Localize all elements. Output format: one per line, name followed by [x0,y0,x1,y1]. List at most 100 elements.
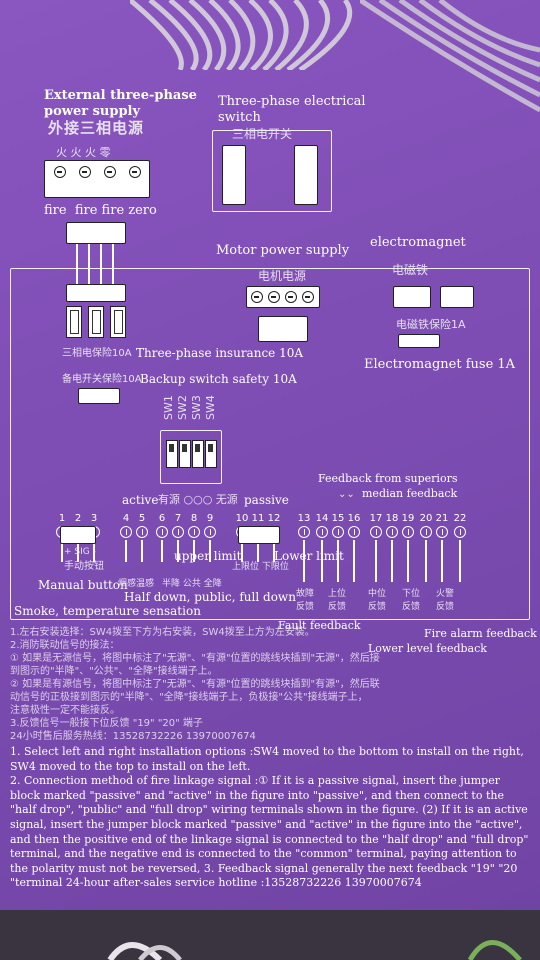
em-connector [440,286,474,308]
manual-button-label: Manual button [38,578,128,592]
terminal-screw-icon [316,526,328,538]
cn-note-line: 动信号的正极接到图示的"半降"、"全降"接线端子上，负极接"公共"接线端子上， [10,692,368,703]
terminal-wire [337,540,339,582]
terminal-screw-icon [136,526,148,538]
terminal-wire [425,540,427,582]
screw-icon [104,166,116,178]
tp-insurance-label: Three-phase insurance 10A [136,346,304,360]
terminal-wire [303,540,305,582]
terminal-number: 2 [74,513,82,524]
terminal-screw-icon [204,526,216,538]
em-fuse [398,334,440,348]
terminal-wire [77,540,79,562]
feedback-cn: 上位 反馈 [328,589,347,612]
backup-fuse [78,388,120,404]
fuse-icon [88,306,104,338]
cn-note-line: 1.左右安装选择：SW4拨至下方为右安装，SW4拨至上方为左安装。 [10,627,315,638]
terminal-screw-icon [332,526,344,538]
screw-icon [268,291,280,303]
cn-note-line: ① 如果是无源信号，将图中标注了"无源"、"有源"位置的跳线块插到"无源"，然后… [10,653,380,664]
half-down-label: Half down, public, full down [124,590,296,604]
tp-fuse-cn: 三相电保险10A [62,348,132,359]
bottom-cables [0,910,540,960]
fire-labels: fire fire fire zero [44,203,157,218]
ribbon-cable-right [360,0,540,113]
terminal-wire [353,540,355,582]
screw-icon [79,166,91,178]
terminal-number: 20 [419,513,433,524]
dip-switch-sw4[interactable] [205,440,217,468]
screw-icon [129,166,141,178]
ext-power-cn: 外接三相电源 [48,119,145,137]
median-feedback-label: median feedback [362,487,458,500]
terminal-wire [375,540,377,582]
halfdown-cn: 半降 公共 全降 [162,579,222,589]
switch-body [294,145,318,205]
terminal-number: 13 [297,513,311,524]
terminal-screw-icon [386,526,398,538]
terminal-screw-icon [172,526,184,538]
switch-body [222,145,246,205]
terminal-screw-icon [436,526,448,538]
terminal-wire [321,540,323,582]
manual-connector [60,526,96,544]
terminal-wire [125,540,127,562]
ribbon-cable [130,0,353,70]
active-passive-cn: 有源 ○○○ 无源 [158,493,238,506]
terminal-number: 8 [190,513,198,524]
fuse-terminal-block [66,284,126,302]
terminal-number: 18 [385,513,399,524]
dip-switch-sw2[interactable] [179,440,191,468]
terminal-number: 21 [435,513,449,524]
terminal-number: 14 [315,513,329,524]
wire [88,244,90,286]
screw-icon [285,291,297,303]
wire [112,244,114,286]
limit-connector [238,526,280,544]
sig-cn: + SIG - [64,547,96,557]
terminal-number: 7 [174,513,182,524]
terminal-number: 11 [251,513,265,524]
sw-label: SW2 [176,395,189,420]
terminal-number: 16 [347,513,361,524]
switch-cn: 三相电开关 [232,127,293,141]
ext-power-label: External three-phase power supply [44,88,197,119]
fuse-icon [110,306,126,338]
em-terminal-block [393,286,431,308]
terminal-wire [193,540,195,562]
sw-label: SW3 [190,395,203,420]
sw-label: SW4 [204,395,217,420]
electromagnet-label: electromagnet [370,235,466,250]
terminal-wire [441,540,443,582]
cn-note-line: 24小时售后服务热线：13528732226 13970007674 [10,731,256,742]
fault-feedback-label: Fault feedback [278,619,361,632]
terminal-screw-icon [156,526,168,538]
dip-switch-sw1[interactable] [166,440,178,468]
terminal-wire [459,540,461,582]
wire [76,244,78,286]
passive-label: passive [244,493,289,507]
feedback-cn: 下位 反馈 [402,589,421,612]
terminal-screw-icon [454,526,466,538]
backup-cn: 备电开关保险10A [62,374,142,385]
terminal-wire [257,540,259,562]
cn-note-line: 2.消防联动信号的接法： [10,640,120,651]
motor-terminal-block [246,286,320,308]
wire [100,244,102,286]
terminal-number: 3 [90,513,98,524]
terminal-number: 5 [138,513,146,524]
lower-level-feedback-label: Lower level feedback [368,642,487,655]
cn-note-line: 到图示的"半降"、"公共"、"全降"接线端子上。 [10,666,218,677]
dip-switch-outline [160,430,222,484]
terminal-screw-icon [348,526,360,538]
dip-switch-sw3[interactable] [192,440,204,468]
feedback-cn: 故障 反馈 [296,589,315,612]
electromagnet-cn: 电磁铁 [392,263,429,277]
smoke-temp-label: Smoke, temperature sensation [14,604,201,618]
motor-connector [258,316,308,342]
note-2: 2. Connection method of fire linkage sig… [10,774,529,890]
terminal-wire [177,540,179,562]
terminal-screw-icon [420,526,432,538]
feedback-cn: 中位 反馈 [368,589,387,612]
terminal-number: 4 [122,513,130,524]
